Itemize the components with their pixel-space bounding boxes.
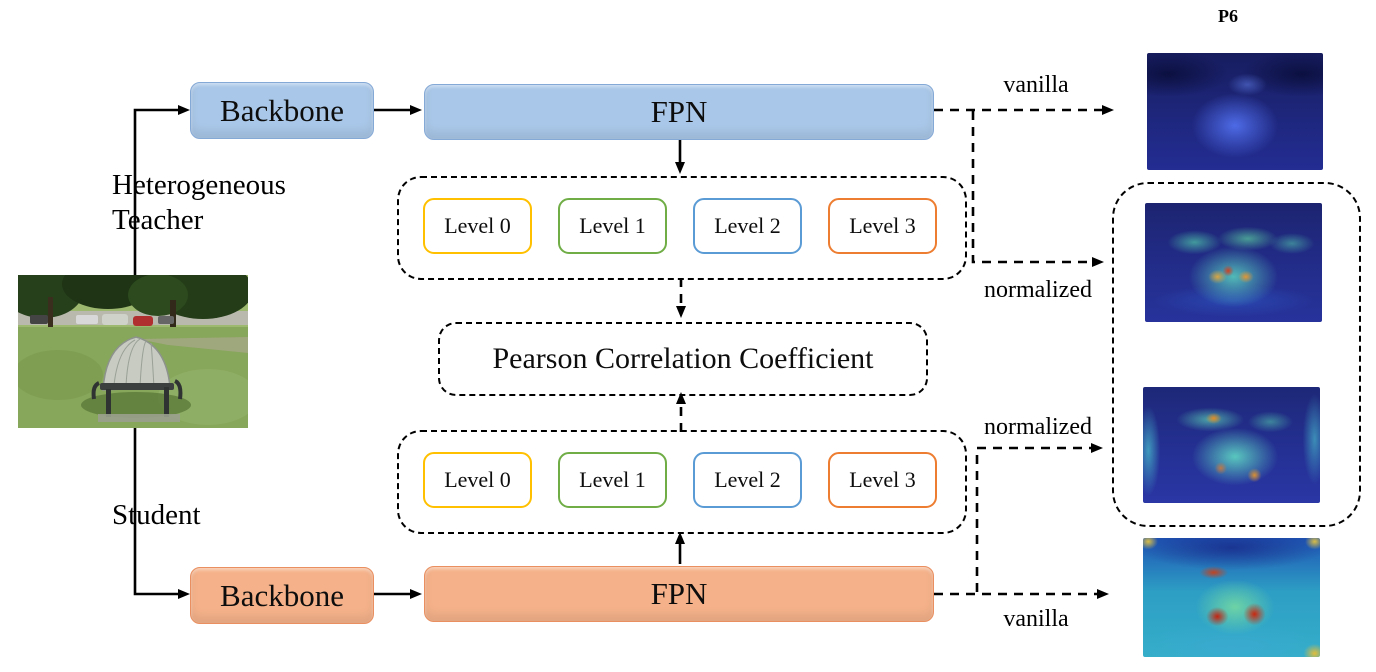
teacher-level-2-box: Level 2: [693, 198, 802, 254]
student-fpn-box: FPN: [424, 566, 934, 622]
pearson-correlation-label: Pearson Correlation Coefficient: [492, 342, 874, 375]
teacher-level-0-box: Level 0: [423, 198, 532, 254]
student-level-1-box: Level 1: [558, 452, 667, 508]
teacher-fpn-box: FPN: [424, 84, 934, 140]
student-vanilla-label: vanilla: [1003, 606, 1069, 632]
student-level-0-box: Level 0: [423, 452, 532, 508]
student-backbone-box: Backbone: [190, 567, 374, 624]
teacher-levels-group: [397, 176, 967, 280]
p6-column-label: P6: [1218, 6, 1238, 26]
student-normalized-label: normalized: [984, 414, 1092, 440]
teacher-fpn-label: FPN: [650, 94, 708, 129]
student-normalized-heatmap: [1143, 387, 1320, 503]
teacher-level-3-box: Level 3: [828, 198, 937, 254]
input-image: [18, 275, 248, 428]
teacher-vanilla-heatmap: [1147, 53, 1323, 170]
teacher-normalized-label: normalized: [984, 277, 1092, 303]
teacher-role-line2: Teacher: [112, 204, 204, 237]
teacher-role-line1: Heterogeneous: [112, 169, 286, 201]
normalized-maps-group: [1112, 182, 1361, 527]
pearson-correlation-box: Pearson Correlation Coefficient: [438, 322, 928, 396]
student-level-2-box: Level 2: [693, 452, 802, 508]
student-vanilla-heatmap: [1143, 538, 1320, 657]
teacher-role-label: Heterogeneous Teacher: [112, 168, 286, 239]
student-levels-group: [397, 430, 967, 534]
teacher-backbone-label: Backbone: [220, 92, 344, 128]
teacher-level-1-box: Level 1: [558, 198, 667, 254]
student-role-label: Student: [112, 499, 201, 531]
student-fpn-label: FPN: [650, 576, 708, 611]
teacher-backbone-box: Backbone: [190, 82, 374, 139]
student-level-3-box: Level 3: [828, 452, 937, 508]
teacher-vanilla-label: vanilla: [1003, 72, 1069, 98]
student-backbone-label: Backbone: [220, 577, 344, 613]
teacher-normalized-heatmap: [1145, 203, 1322, 322]
